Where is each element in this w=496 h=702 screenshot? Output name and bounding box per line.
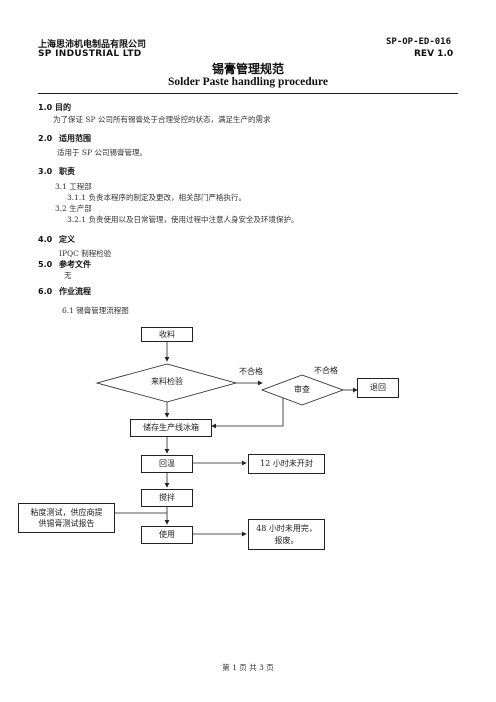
flow-receive: 收料	[141, 327, 193, 342]
flow-review: 审查	[294, 385, 310, 394]
title-divider	[38, 93, 458, 94]
section-2-heading: 2.0 适用范围	[38, 133, 91, 144]
section-6-title: 作业流程	[58, 287, 91, 296]
title-en: Solder Paste handling procedure	[167, 76, 329, 88]
review-diamond	[260, 374, 345, 406]
flow-not-opened: 12 小时未开封	[248, 454, 325, 474]
flow-use: 使用	[141, 526, 193, 544]
section-6-heading: 6.0 作业流程	[38, 286, 91, 297]
flow-incoming-inspection: 来料检验	[151, 377, 183, 386]
section-5-number: 5.0	[38, 260, 53, 269]
section-2-number: 2.0	[38, 134, 53, 143]
flow-reject-label-2: 不合格	[314, 366, 338, 375]
arrow-review-to-store	[211, 398, 284, 429]
section-3-1: 3.1 工程部	[55, 182, 92, 191]
section-5-body: 无	[64, 271, 72, 280]
flow-scrap: 48 小时未用完，报废。	[248, 519, 325, 550]
section-3-title: 职责	[58, 167, 75, 176]
section-2-title: 适用范围	[58, 134, 91, 143]
flow-store: 储存生产线冰箱	[130, 419, 212, 437]
section-4-heading: 4.0 定义	[38, 234, 75, 245]
flow-viscosity-test: 粘度测试，供应商提供锡膏测试报告	[18, 503, 115, 533]
section-4-title: 定义	[58, 235, 75, 244]
section-1-title: 目的	[54, 103, 71, 112]
section-1-number: 1.0	[38, 103, 53, 112]
section-4-body: IPQC 制程检验	[59, 249, 112, 258]
page-number: 第 1 页 共 3 页	[222, 663, 274, 672]
flow-return: 退回	[357, 378, 399, 398]
section-1-body: 为了保证 SP 公司所有锡膏处于合理受控的状态，满足生产的需求	[53, 115, 271, 124]
section-3-number: 3.0	[38, 167, 53, 176]
flow-thaw: 回温	[141, 455, 193, 473]
revision: REV 1.0	[414, 49, 454, 59]
flow-reject-label-1: 不合格	[239, 367, 263, 376]
section-5-title: 参考文件	[58, 260, 91, 269]
company-name-cn: 上海思沛机电制品有限公司	[38, 40, 147, 50]
company-name-en: SP INDUSTRIAL LTD	[38, 49, 142, 59]
section-6-number: 6.0	[38, 287, 53, 296]
title-cn: 锡膏管理规范	[211, 62, 284, 76]
section-5-heading: 5.0 参考文件	[38, 259, 91, 270]
section-1-heading: 1.0 目的	[38, 102, 71, 113]
section-3-heading: 3.0 职责	[38, 166, 75, 177]
section-6-1: 6.1 锡膏管理流程图	[62, 306, 129, 315]
section-2-body: 适用于 SP 公司锡膏管理。	[57, 148, 147, 157]
section-3-1-1: 3.1.1 负责本程序的制定及更改，相关部门严格执行。	[67, 193, 246, 202]
section-3-2: 3.2 生产部	[55, 204, 92, 213]
document-number: SP-OP-ED-016	[386, 37, 452, 47]
section-4-number: 4.0	[38, 235, 53, 244]
section-3-2-1: 3.2.1 负责使用以及日常管理，使用过程中注意人身安全及环境保护。	[67, 215, 299, 224]
flow-stir: 搅拌	[141, 489, 193, 507]
